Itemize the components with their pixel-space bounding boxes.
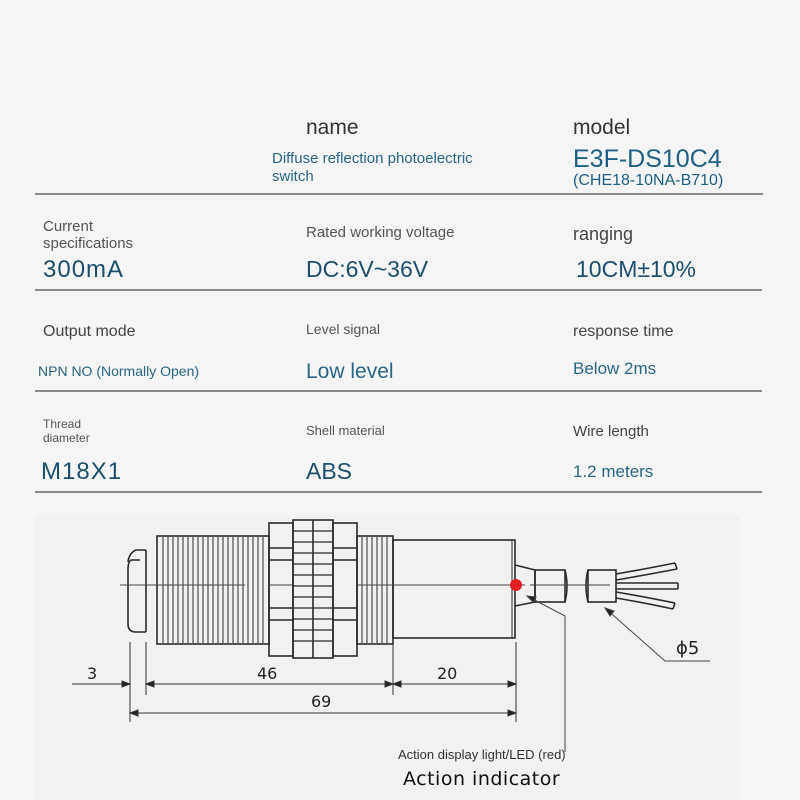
dimension-thread-length: 46 bbox=[257, 664, 278, 683]
dimension-cable-diameter: ϕ5 bbox=[676, 638, 700, 659]
spec-value-level-signal: Low level bbox=[306, 360, 394, 383]
spec-label-response-time: response time bbox=[573, 323, 674, 340]
divider bbox=[35, 390, 762, 392]
divider bbox=[35, 491, 762, 493]
dimension-tail-length: 20 bbox=[437, 664, 458, 683]
led-caption: Action display light/LED (red) bbox=[398, 747, 566, 762]
divider bbox=[35, 289, 470, 291]
product-name: Diffuse reflection photoelectric switch bbox=[272, 150, 473, 186]
spec-label-wire-length: Wire length bbox=[573, 423, 649, 440]
spec-value-current: 300mA bbox=[43, 256, 125, 283]
spec-label-level-signal: Level signal bbox=[306, 321, 380, 337]
divider bbox=[470, 289, 762, 291]
indicator-caption: Action indicator bbox=[403, 768, 561, 790]
dimension-total-length: 69 bbox=[311, 692, 332, 711]
spec-value-wire-length: 1.2 meters bbox=[573, 462, 654, 481]
spec-label-thread-diameter: Thread diameter bbox=[43, 417, 90, 445]
spec-label-thread-line1: Thread bbox=[43, 417, 82, 431]
led-indicator-icon bbox=[510, 579, 522, 591]
name-column-header: name bbox=[306, 116, 359, 139]
spec-label-shell-material: Shell material bbox=[306, 423, 385, 438]
spec-value-thread-diameter: M18X1 bbox=[41, 458, 123, 485]
spec-label-current-line2: specifications bbox=[43, 235, 134, 252]
spec-label-current: Current specifications bbox=[43, 218, 133, 252]
spec-label-output-mode: Output mode bbox=[43, 323, 136, 340]
spec-label-current-line1: Current bbox=[43, 218, 94, 235]
spec-label-ranging: ranging bbox=[573, 224, 634, 244]
model-column-header: model bbox=[573, 116, 631, 139]
product-name-line1: Diffuse reflection photoelectric bbox=[272, 150, 473, 167]
spec-value-shell-material: ABS bbox=[306, 458, 353, 484]
spec-value-output-mode: NPN NO (Normally Open) bbox=[38, 363, 200, 379]
product-model: E3F-DS10C4 bbox=[573, 145, 722, 173]
product-model-alt: (CHE18-10NA-B710) bbox=[573, 172, 724, 189]
dimension-front-length: 3 bbox=[87, 664, 98, 683]
spec-value-response-time: Below 2ms bbox=[573, 359, 657, 378]
spec-value-voltage: DC:6V~36V bbox=[306, 256, 429, 282]
spec-label-thread-line2: diameter bbox=[43, 431, 90, 445]
spec-value-ranging: 10CM±10% bbox=[576, 256, 697, 282]
spec-label-voltage: Rated working voltage bbox=[306, 224, 455, 241]
product-name-line2: switch bbox=[272, 168, 314, 185]
divider bbox=[35, 193, 763, 195]
